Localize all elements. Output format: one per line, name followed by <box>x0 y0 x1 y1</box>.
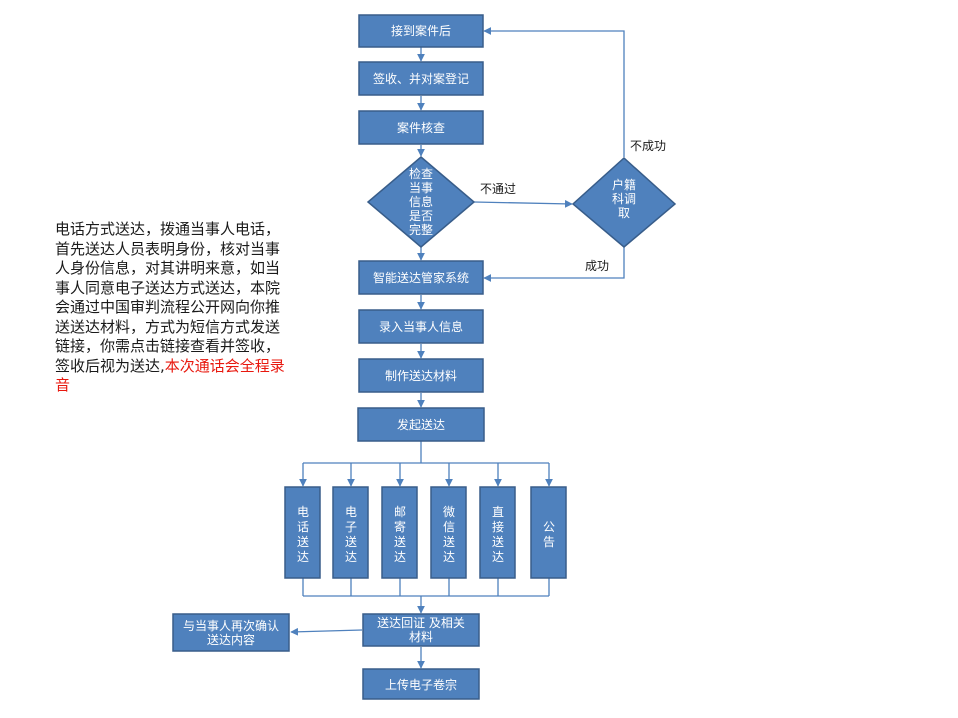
box-make: 制作送达材料 <box>358 358 484 393</box>
method-electronic-char-3: 送 <box>345 534 357 549</box>
box-receipt: 送达回证 及相关 材料 <box>362 613 480 647</box>
box-verify: 案件核查 <box>358 110 484 145</box>
method-phone-char-4: 达 <box>297 550 309 564</box>
note-text: 电话方式送达，拨通当事人电话，首先送达人员表明身份，核对当事人身份信息，对其讲明… <box>55 220 281 375</box>
method-mail-char-1: 邮 <box>394 505 406 519</box>
box-confirm-line-1: 与当事人再次确认 <box>183 619 279 633</box>
method-phone-char-3: 送 <box>297 534 309 549</box>
arrow-household-receive <box>483 27 625 157</box>
box-upload-label: 上传电子卷宗 <box>385 677 457 692</box>
decision-check-line-2: 当事 <box>409 181 433 195</box>
decision-check-line-5: 完整 <box>409 222 433 237</box>
decision-check-line-1: 检查 <box>409 166 433 181</box>
method-notice: 公 告 <box>530 486 567 579</box>
instruction-note: 电话方式送达，拨通当事人电话，首先送达人员表明身份，核对当事人身份信息，对其讲明… <box>55 220 285 396</box>
box-system-label: 智能送达管家系统 <box>373 270 469 285</box>
arrow-household-system <box>483 247 625 282</box>
method-phone-char-2: 话 <box>297 520 309 534</box>
method-mail-char-3: 送 <box>394 534 406 549</box>
label-fail-pass: 不通过 <box>480 182 516 196</box>
method-wechat-char-3: 送 <box>443 534 455 549</box>
method-phone-char-1: 电 <box>297 505 309 519</box>
decision-household-line-2: 科调 <box>612 192 636 206</box>
decision-household-line-3: 取 <box>618 206 630 220</box>
box-confirm-line-2: 送达内容 <box>207 632 255 647</box>
arrow-check-household <box>473 199 573 208</box>
box-register: 签收、并对案登记 <box>358 61 484 96</box>
box-receive: 接到案件后 <box>358 14 484 48</box>
method-electronic-char-2: 子 <box>345 520 357 534</box>
method-direct-char-4: 达 <box>492 550 504 564</box>
decision-check: 检查 当事 信息 是否 完整 <box>366 156 476 248</box>
box-start: 发起送达 <box>357 407 485 442</box>
label-fail: 不成功 <box>630 139 666 153</box>
method-notice-char-2: 告 <box>543 535 555 549</box>
method-mail: 邮 寄 送 达 <box>381 486 418 579</box>
method-mail-char-2: 寄 <box>394 519 406 534</box>
method-notice-char-1: 公 <box>543 520 555 534</box>
box-confirm: 与当事人再次确认 送达内容 <box>172 613 290 652</box>
method-direct-char-1: 直 <box>492 505 504 519</box>
label-success: 成功 <box>585 259 609 273</box>
box-upload: 上传电子卷宗 <box>362 668 480 700</box>
box-input: 录入当事人信息 <box>358 309 484 344</box>
decision-check-line-4: 是否 <box>409 209 433 223</box>
box-receipt-line-2: 材料 <box>409 630 433 644</box>
connectors <box>290 27 625 669</box>
method-direct-char-2: 接 <box>492 519 504 534</box>
method-wechat-char-1: 微 <box>443 505 455 519</box>
method-electronic: 电 子 送 达 <box>332 486 369 579</box>
method-wechat-char-4: 达 <box>443 550 455 564</box>
decision-household: 户籍 科调 取 <box>571 156 677 248</box>
method-electronic-char-1: 电 <box>345 505 357 519</box>
method-wechat: 微 信 送 达 <box>430 486 467 579</box>
method-mail-char-4: 达 <box>394 550 406 564</box>
box-make-label: 制作送达材料 <box>385 368 457 383</box>
method-direct: 直 接 送 达 <box>479 486 516 579</box>
box-receipt-line-1: 送达回证 及相关 <box>377 615 465 630</box>
decision-household-line-1: 户籍 <box>612 177 636 192</box>
box-receive-label: 接到案件后 <box>391 23 451 38</box>
box-start-label: 发起送达 <box>397 417 445 432</box>
arrow-receipt-confirm <box>290 627 363 636</box>
box-input-label: 录入当事人信息 <box>379 319 463 334</box>
method-direct-char-3: 送 <box>492 534 504 549</box>
method-electronic-char-4: 达 <box>345 550 357 564</box>
decision-check-line-3: 信息 <box>409 194 433 209</box>
method-phone: 电 话 送 达 <box>284 486 321 579</box>
box-verify-label: 案件核查 <box>397 120 445 135</box>
note-highlight: 本次通话会全程录音 <box>55 356 285 395</box>
box-register-label: 签收、并对案登记 <box>373 71 469 86</box>
method-wechat-char-2: 信 <box>443 520 455 534</box>
box-system: 智能送达管家系统 <box>358 260 484 295</box>
